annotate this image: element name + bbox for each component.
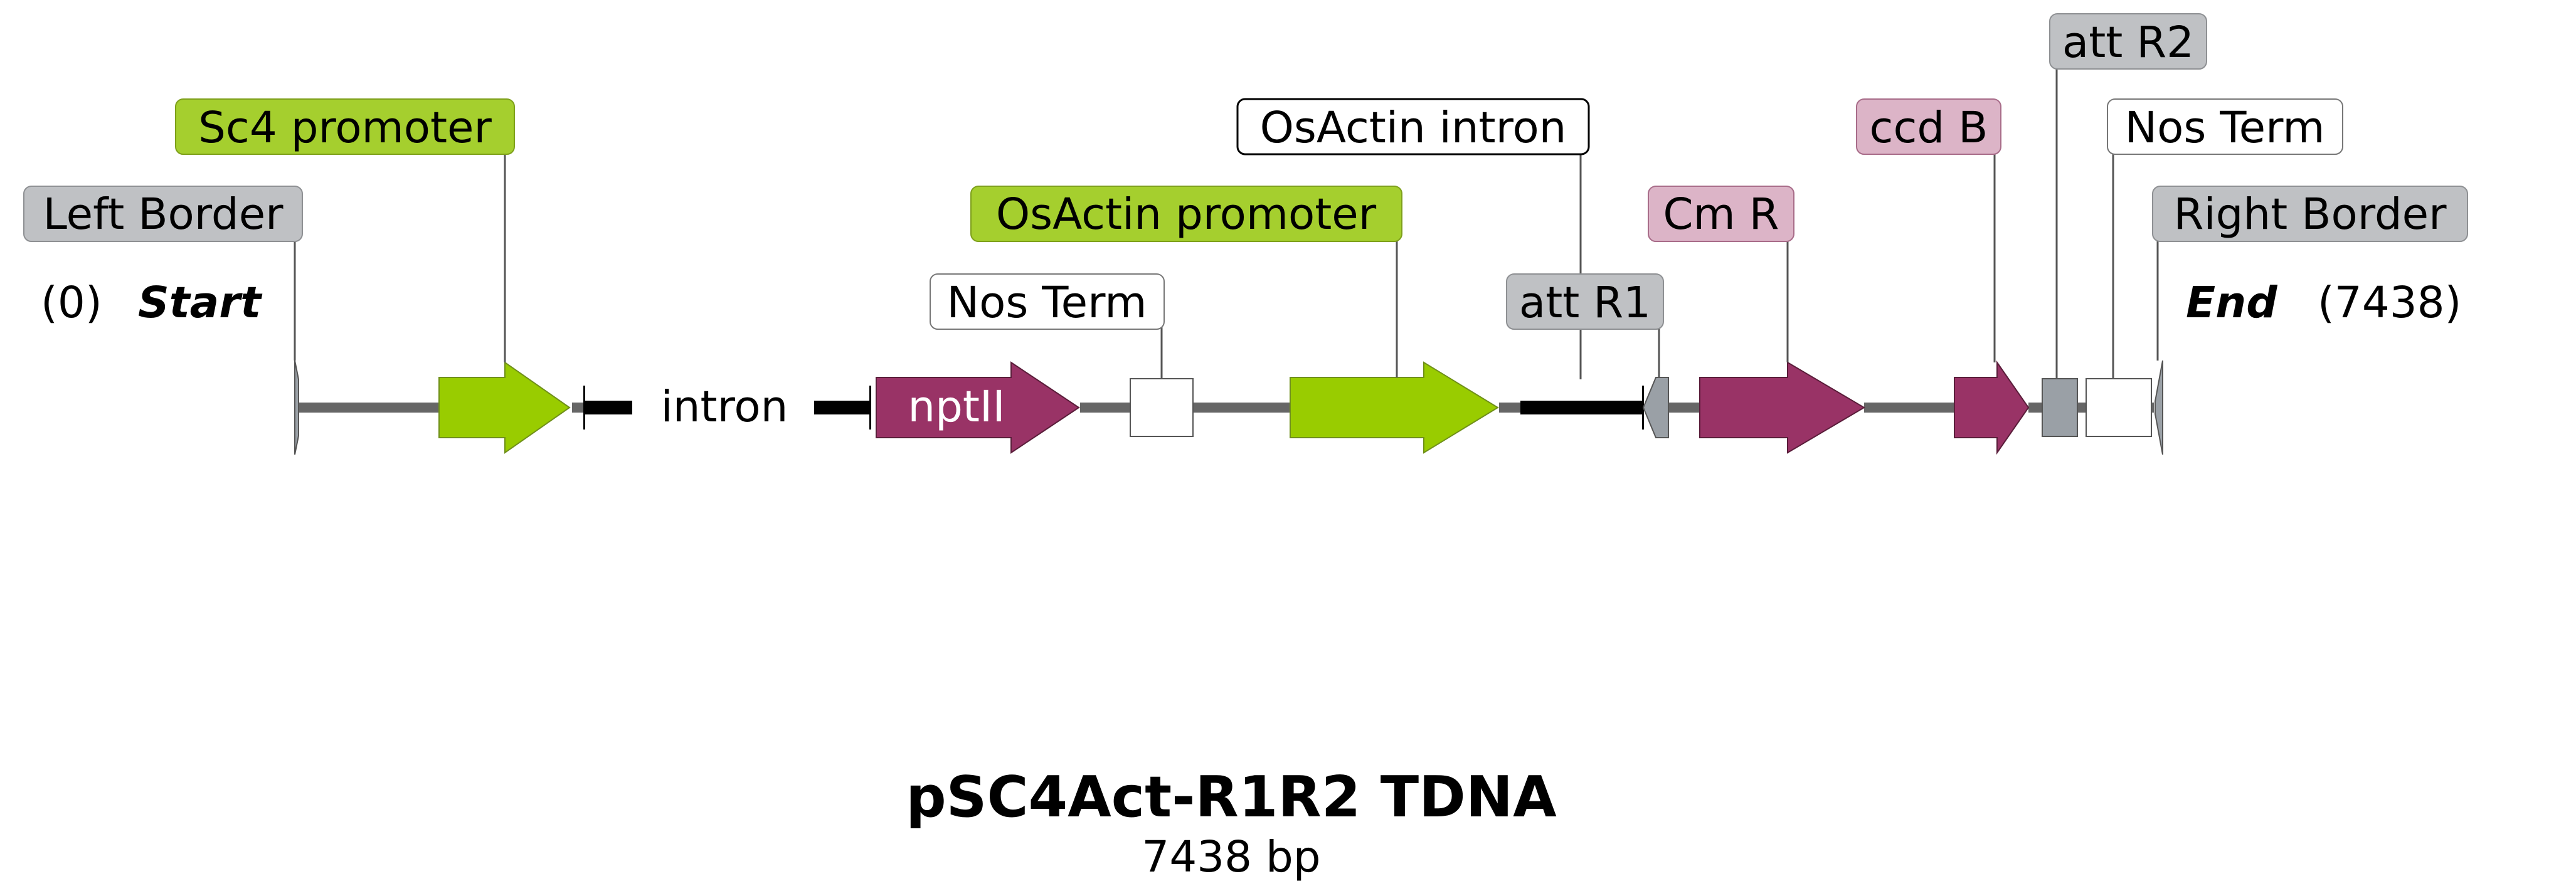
intron-inline-label: intron: [661, 382, 788, 432]
label-osactin-intron-text: OsActin intron: [1260, 103, 1567, 153]
end-marker: End (7438): [2186, 278, 2461, 328]
label-att-r1: att R1: [1506, 273, 1664, 330]
nptii-inline-label: nptII: [908, 382, 1005, 432]
label-att-r2-text: att R2: [2062, 18, 2194, 68]
label-ccd-b-text: ccd B: [1870, 103, 1988, 153]
label-att-r1-text: att R1: [1519, 278, 1651, 328]
label-sc4-promoter-text: Sc4 promoter: [198, 103, 492, 153]
start-marker: (0) Start: [41, 278, 263, 328]
label-osactin-intron: OsActin intron: [1236, 98, 1590, 155]
right-border-feature: [2155, 360, 2163, 455]
label-sc4-promoter: Sc4 promoter: [175, 98, 515, 155]
label-osactin-promoter: OsActin promoter: [970, 186, 1402, 242]
nptii-feature: [876, 361, 1080, 454]
label-cm-r-text: Cm R: [1663, 189, 1779, 240]
start-label: Start: [138, 278, 263, 328]
osactin-promoter-feature: [1290, 361, 1499, 454]
start-position: (0): [41, 278, 102, 328]
left-border-feature: [294, 360, 299, 455]
end-label: End: [2186, 278, 2277, 328]
map-length: 7438 bp: [1142, 832, 1320, 882]
label-nos-term-1-text: Nos Term: [947, 278, 1147, 328]
label-nos-term-2-text: Nos Term: [2125, 103, 2325, 153]
att-r2-feature: [2042, 378, 2078, 437]
label-ccd-b: ccd B: [1856, 98, 2001, 155]
att-r1-feature: [1642, 377, 1669, 438]
label-att-r2: att R2: [2049, 13, 2207, 70]
label-right-border: Right Border: [2152, 186, 2468, 242]
label-left-border-text: Left Border: [43, 189, 284, 240]
nos-term-2-feature: [2086, 378, 2152, 437]
sc4-promoter-feature: [438, 361, 571, 454]
ccd-b-feature: [1954, 360, 2030, 455]
label-cm-r: Cm R: [1648, 186, 1794, 242]
cm-r-feature: [1699, 361, 1865, 454]
leader-lines: [294, 66, 2159, 379]
label-nos-term-2: Nos Term: [2107, 98, 2343, 155]
intron-bars: [583, 386, 1644, 430]
label-osactin-promoter-text: OsActin promoter: [996, 189, 1377, 240]
nos-term-1-feature: [1130, 378, 1194, 437]
label-nos-term-1: Nos Term: [930, 273, 1165, 330]
backbone: [296, 403, 2154, 413]
map-title: pSC4Act-R1R2 TDNA: [906, 764, 1557, 830]
label-right-border-text: Right Border: [2174, 189, 2447, 240]
end-position: (7438): [2318, 278, 2461, 328]
label-left-border: Left Border: [23, 186, 303, 242]
